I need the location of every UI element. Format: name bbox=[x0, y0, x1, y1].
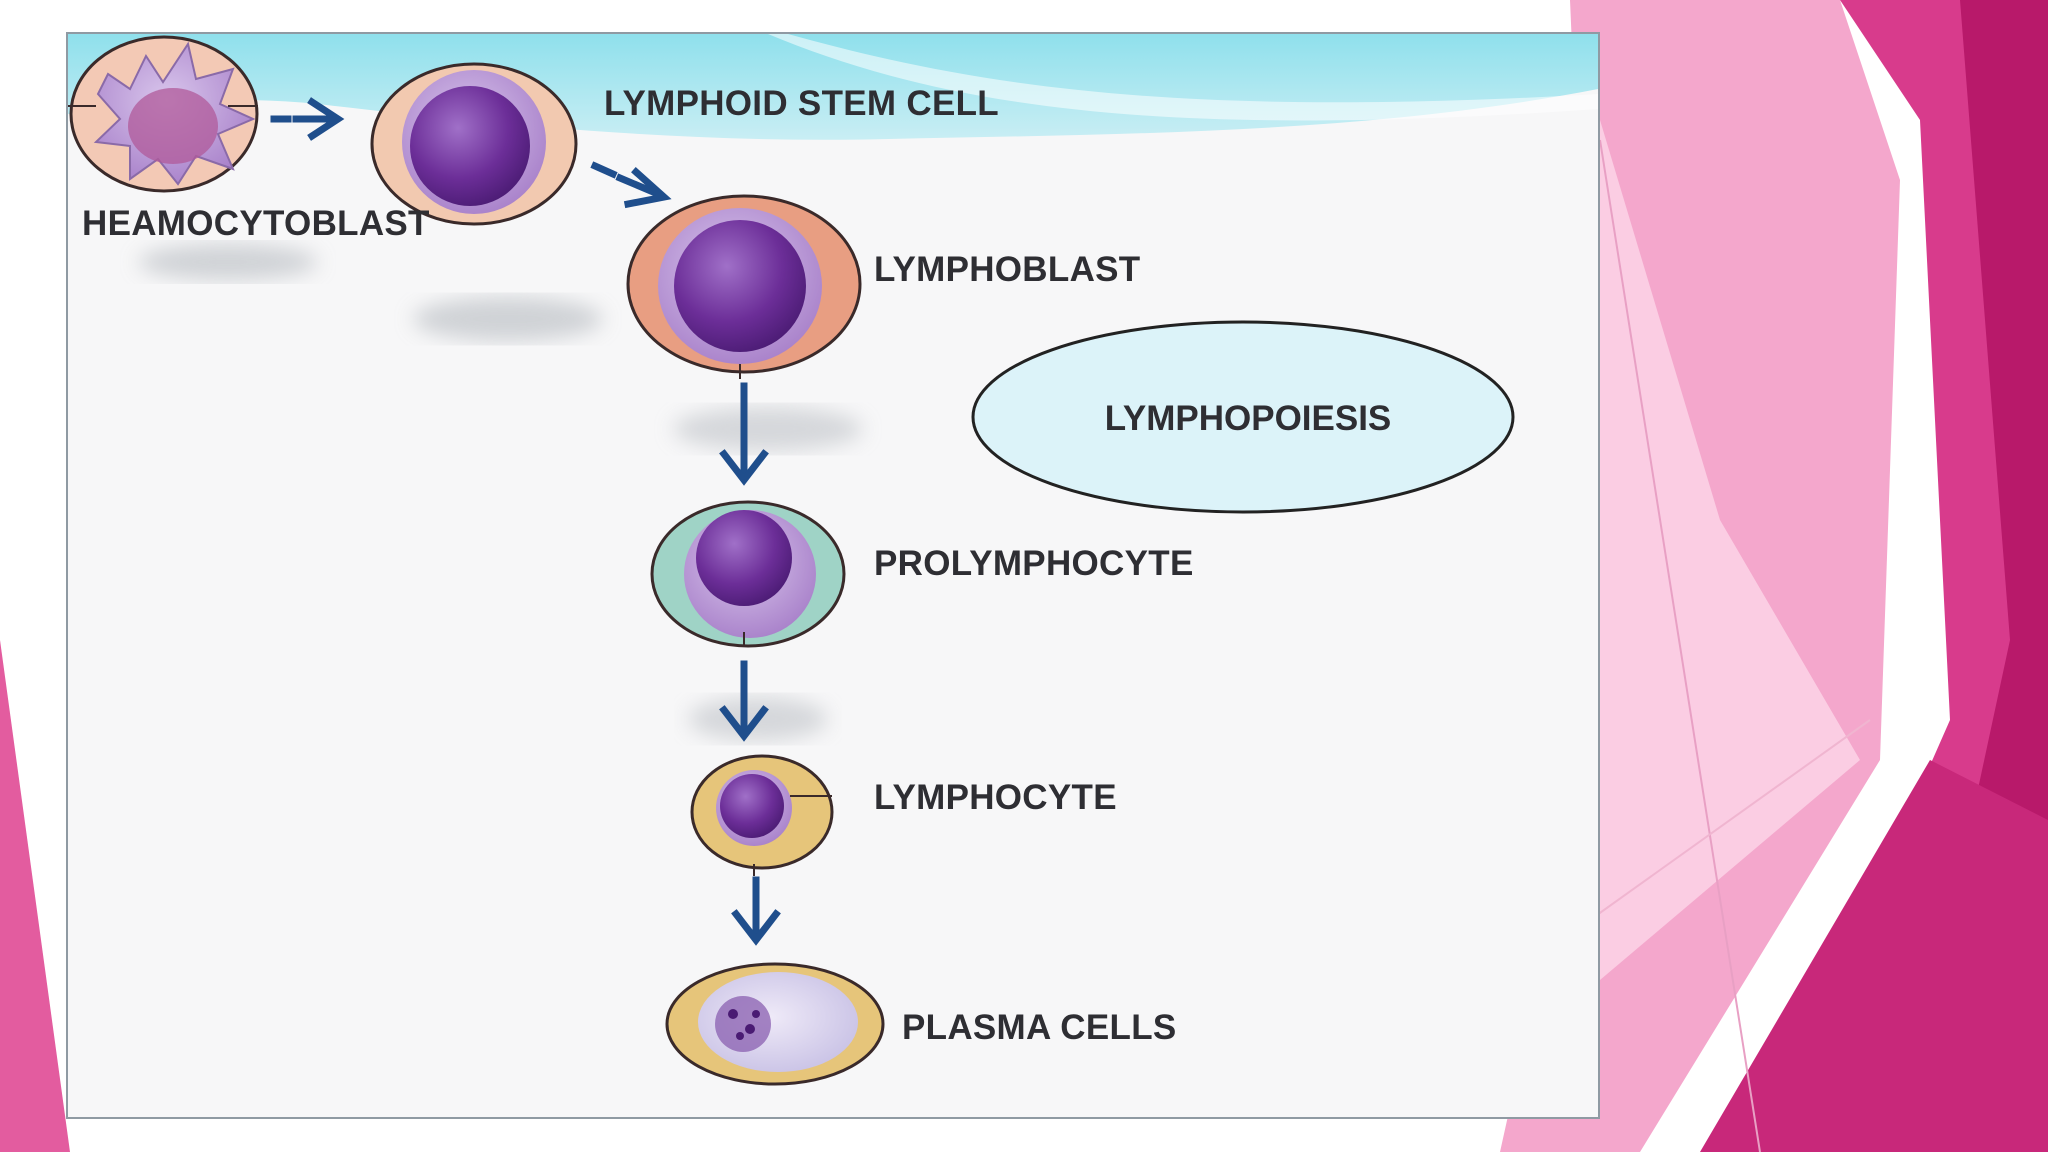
lymphopoiesis-diagram bbox=[68, 34, 1598, 1086]
label-lymphopoiesis: LYMPHOPOIESIS bbox=[1104, 399, 1392, 438]
cell-shadow bbox=[138, 244, 318, 280]
arrow-right bbox=[270, 97, 345, 141]
lymphocyte-cell bbox=[690, 754, 834, 876]
cell-shadow bbox=[413, 297, 603, 341]
label-lymphoid-stem-cell: LYMPHOID STEM CELL bbox=[604, 84, 999, 123]
lymphoblast-cell bbox=[626, 194, 862, 379]
label-prolymphocyte: PROLYMPHOCYTE bbox=[874, 544, 1194, 583]
thin-accent-line bbox=[1589, 719, 1871, 921]
arrow-down bbox=[719, 382, 769, 486]
arrow-diagonal bbox=[590, 161, 672, 209]
heamocytoblast-cell bbox=[68, 35, 259, 193]
plasma-cell bbox=[665, 962, 885, 1086]
arrow-down bbox=[719, 660, 769, 742]
lymphoid-stem-cell bbox=[370, 62, 578, 226]
label-lymphoblast: LYMPHOBLAST bbox=[874, 250, 1141, 289]
arrow-down bbox=[731, 876, 781, 946]
label-heamocytoblast: HEAMOCYTOBLAST bbox=[82, 204, 430, 243]
thin-accent-line bbox=[1599, 139, 1761, 1152]
prolymphocyte-cell bbox=[650, 500, 846, 648]
sky-highlight bbox=[768, 34, 1598, 121]
diagram-panel: HEAMOCYTOBLAST LYMPHOID STEM CELL LYMPHO… bbox=[66, 32, 1600, 1119]
lymphopoiesis-callout bbox=[971, 320, 1515, 514]
label-lymphocyte: LYMPHOCYTE bbox=[874, 778, 1117, 817]
cell-shadow bbox=[673, 407, 863, 451]
left-pink-facet bbox=[0, 640, 70, 1152]
light-pink-facet bbox=[1600, 120, 1860, 980]
mid-magenta-facet bbox=[1700, 760, 2048, 1152]
label-plasma-cells: PLASMA CELLS bbox=[902, 1008, 1177, 1047]
